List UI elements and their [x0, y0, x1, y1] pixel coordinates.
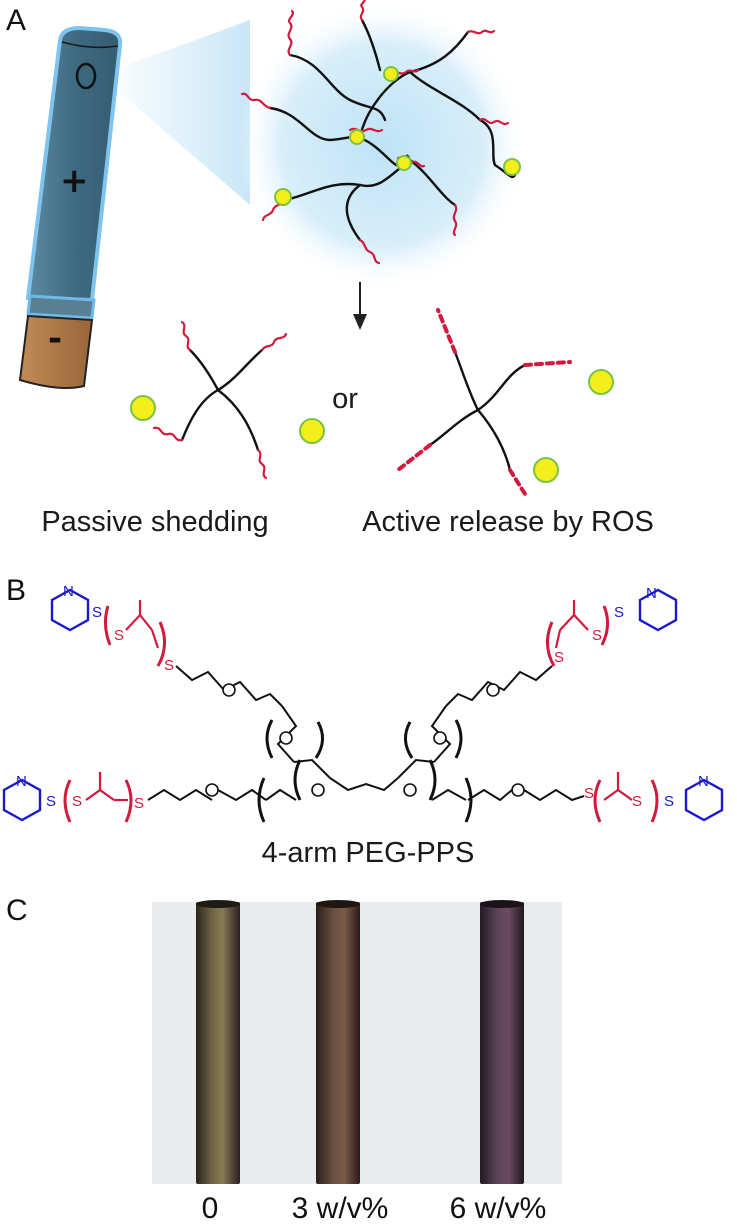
or-text: or — [332, 383, 358, 415]
arm-lower-left: N S S S — [2, 772, 297, 823]
coated-wire-0 — [196, 900, 240, 1184]
electrode: + - — [18, 25, 123, 389]
pyridine-nitrogen-ur: N — [646, 585, 657, 602]
active-release-illustration — [396, 308, 614, 496]
sulfur-ur-3: S — [554, 649, 564, 666]
panel-c-label: C — [6, 894, 28, 927]
zoom-circle — [238, 0, 528, 290]
electrode-positive-sign: + — [60, 161, 89, 201]
passive-shedding-illustration — [130, 320, 325, 480]
electrode-cathode-body — [18, 314, 94, 389]
panel-c: C 0 3 w/v% 6 w/v% — [6, 894, 562, 1225]
sulfur-ul-1: S — [92, 604, 102, 621]
sulfur-ll-1: S — [46, 793, 56, 810]
sulfur-ul-3: S — [164, 657, 174, 674]
electrode-spot — [75, 62, 97, 90]
sulfur-ur-1: S — [614, 604, 624, 621]
sulfur-lr-1: S — [584, 785, 594, 802]
oxygen-ll — [205, 783, 219, 797]
sample-label-3: 3 w/v% — [292, 1192, 389, 1225]
panel-a: A + - — [6, 0, 654, 538]
pyridine-nitrogen-lr: N — [698, 773, 709, 790]
caption-passive-shedding: Passive shedding — [41, 506, 268, 538]
electrode-ring — [26, 294, 96, 320]
pyridine-ring-upper-right — [638, 588, 678, 632]
down-arrow — [353, 282, 367, 330]
oxygen-ur — [486, 683, 500, 697]
sulfur-lr-3: S — [664, 793, 674, 810]
pyridine-ring-lower-left — [2, 778, 42, 822]
pyridine-nitrogen-ul: N — [63, 583, 74, 600]
electrode-anode-body — [25, 25, 123, 303]
pyridine-ring-upper-left — [50, 588, 90, 632]
panel-b-label: B — [6, 574, 26, 607]
electrode-top-rim — [61, 41, 119, 49]
panel-b: B N S S S N S S — [2, 574, 724, 869]
arm-lower-right: S S S N — [431, 772, 724, 823]
polymer-network — [240, 0, 521, 265]
sulfur-ur-2: S — [592, 627, 602, 644]
sulfur-ll-2: S — [72, 793, 82, 810]
pyridine-ring-lower-right — [684, 778, 724, 822]
sulfur-lr-2: S — [632, 793, 642, 810]
arm-upper-left: N S S S — [50, 583, 331, 779]
oxygen-ul — [222, 683, 236, 697]
molecule-title: 4-arm PEG-PPS — [262, 837, 475, 869]
zoom-beam — [100, 20, 250, 205]
pyridine-nitrogen-ll: N — [16, 773, 27, 790]
coated-wire-3 — [316, 900, 360, 1184]
peg-core — [293, 759, 437, 801]
sulfur-ul-2: S — [114, 627, 124, 644]
sulfur-ll-3: S — [134, 795, 144, 812]
arm-upper-right: N S S S — [397, 585, 678, 779]
caption-active-release: Active release by ROS — [362, 506, 654, 538]
coated-wire-6 — [480, 900, 524, 1184]
oxygen-lr — [511, 783, 525, 797]
panel-a-label: A — [6, 4, 26, 37]
sample-label-0: 0 — [202, 1192, 219, 1225]
electrode-negative-sign: - — [48, 319, 62, 359]
sample-label-6: 6 w/v% — [450, 1192, 547, 1225]
